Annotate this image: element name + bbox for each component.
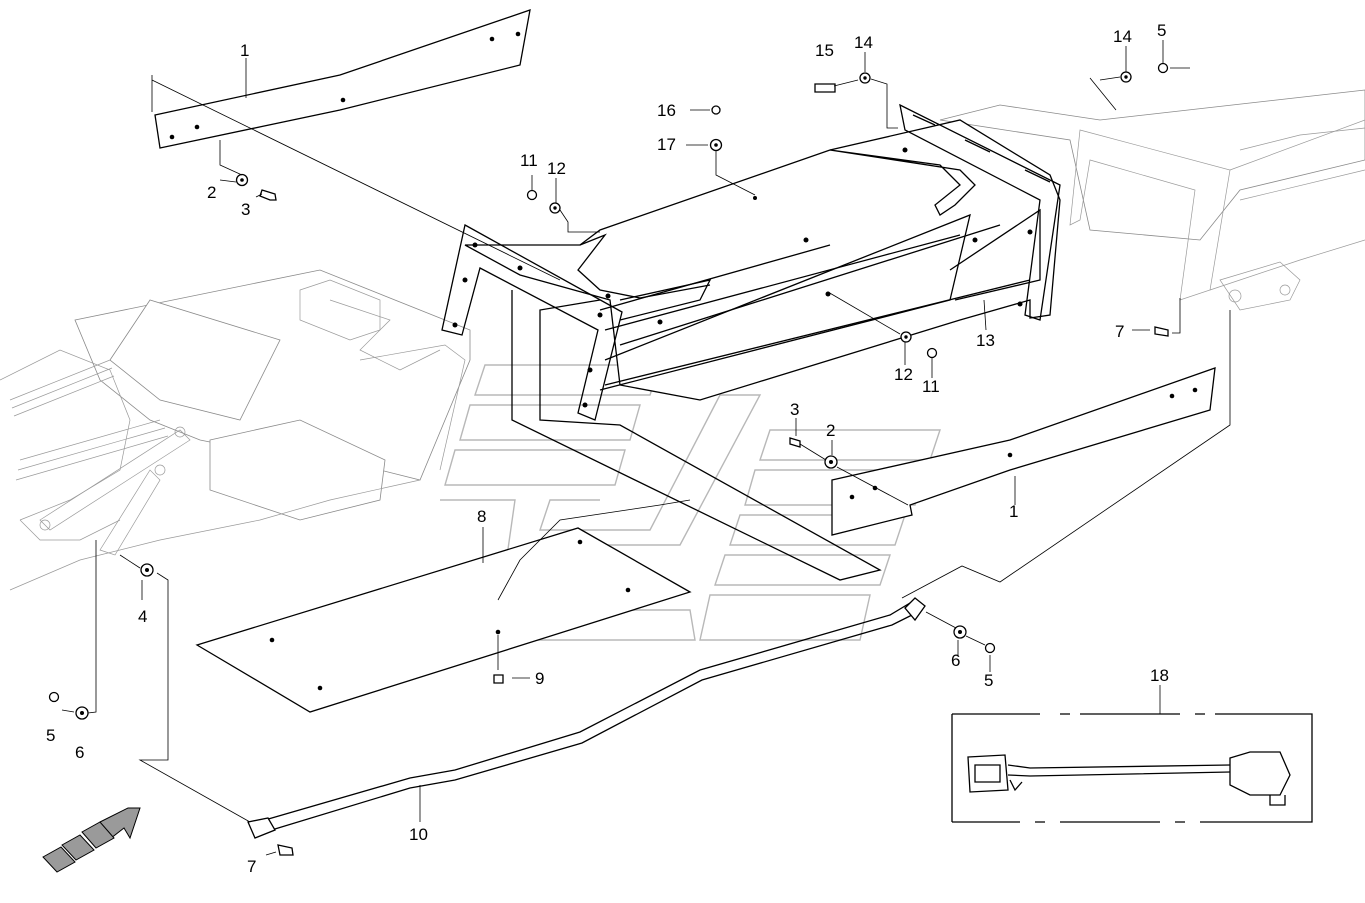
forward-direction-arrow-icon	[42, 807, 141, 873]
callout-8: 8	[477, 507, 486, 526]
callout-14: 14	[854, 33, 873, 52]
wiring-harness-18-inset	[951, 713, 1313, 823]
callout-12: 12	[547, 159, 566, 178]
callout-12: 12	[894, 365, 913, 384]
cover-plate-8	[195, 527, 692, 713]
callout-labels: 1 2 3 4 5 6 8 9 10 7 11 12 16 17 15 14 1…	[46, 21, 1169, 876]
cover-plate-upper	[154, 9, 531, 149]
callout-17: 17	[657, 135, 676, 154]
callout-16: 16	[657, 101, 676, 120]
callout-11: 11	[922, 377, 940, 396]
callout-5: 5	[46, 726, 55, 745]
callout-7: 7	[1115, 322, 1124, 341]
callout-1: 1	[1009, 502, 1018, 521]
callout-3: 3	[241, 200, 250, 219]
callout-4: 4	[138, 607, 147, 626]
callout-11: 11	[520, 151, 538, 170]
machine-frame-background	[0, 89, 1365, 591]
fasteners	[48, 62, 1169, 856]
mounting-frame-13	[441, 103, 1061, 581]
callout-14: 14	[1113, 27, 1132, 46]
callout-5: 5	[1157, 21, 1166, 40]
cover-plate-right	[831, 367, 1216, 536]
leader-lines	[61, 40, 1231, 856]
callout-7: 7	[247, 857, 256, 876]
callout-6: 6	[951, 651, 960, 670]
callout-2: 2	[826, 421, 835, 440]
callout-9: 9	[535, 669, 544, 688]
callout-10: 10	[409, 825, 428, 844]
callout-5: 5	[984, 671, 993, 690]
callout-18: 18	[1150, 666, 1169, 685]
callout-1: 1	[240, 41, 249, 60]
callout-6: 6	[75, 743, 84, 762]
callout-13: 13	[976, 331, 995, 350]
callout-3: 3	[790, 400, 799, 419]
callout-15: 15	[815, 41, 834, 60]
callout-2: 2	[207, 183, 216, 202]
tie-rod-10	[247, 597, 926, 839]
